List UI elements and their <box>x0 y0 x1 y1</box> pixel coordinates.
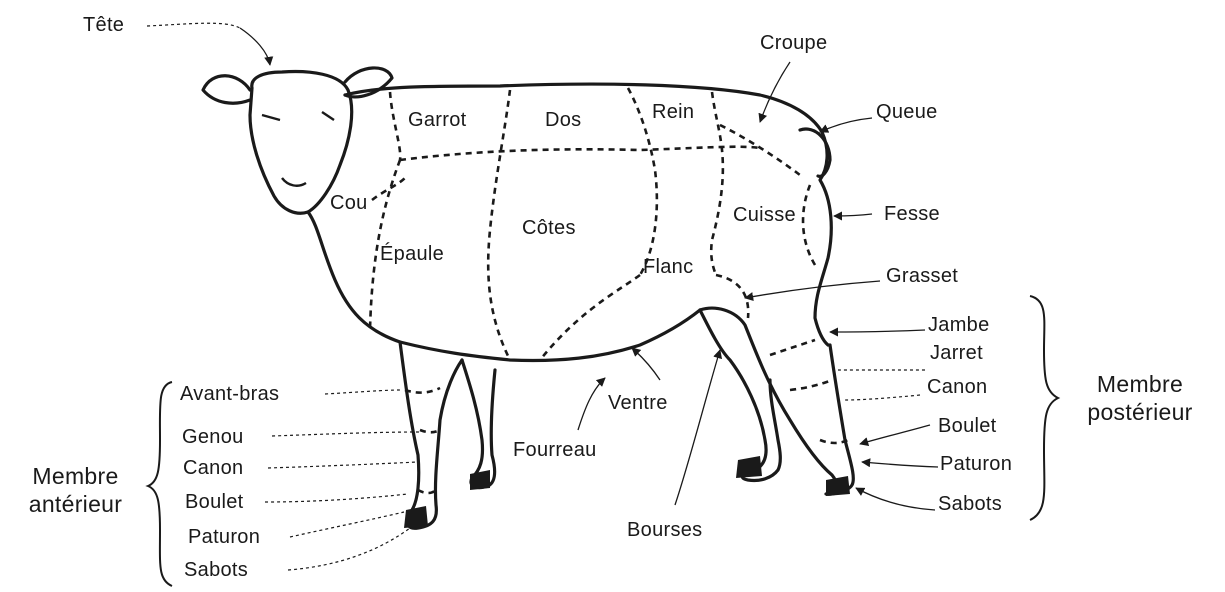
label-bourses: Bourses <box>627 520 702 540</box>
label-genou: Genou <box>182 427 244 447</box>
label-jambe: Jambe <box>928 315 990 335</box>
label-flanc: Flanc <box>643 257 693 277</box>
group-label-anterior: Membre antérieur <box>8 462 143 518</box>
label-fourreau: Fourreau <box>513 440 597 460</box>
label-cuisse: Cuisse <box>733 205 796 225</box>
label-rein: Rein <box>652 102 694 122</box>
group-label-posterior: Membre postérieur <box>1060 370 1220 426</box>
label-avant-bras: Avant-bras <box>180 384 279 404</box>
label-canon-anterior: Canon <box>183 458 243 478</box>
label-canon-posterior: Canon <box>927 377 987 397</box>
label-garrot: Garrot <box>408 110 466 130</box>
label-jarret: Jarret <box>930 343 983 363</box>
front-legs <box>400 342 495 528</box>
label-grasset: Grasset <box>886 266 958 286</box>
label-epaule: Épaule <box>380 244 444 264</box>
group-posterior-line1: Membre <box>1060 370 1220 398</box>
label-croupe: Croupe <box>760 33 827 53</box>
leader-lines <box>147 23 938 570</box>
hooves <box>404 456 850 528</box>
label-tete: Tête <box>83 15 124 35</box>
label-fesse: Fesse <box>884 204 940 224</box>
label-queue: Queue <box>876 102 938 122</box>
label-boulet-anterior: Boulet <box>185 492 244 512</box>
hind-legs <box>700 308 853 494</box>
group-posterior-line2: postérieur <box>1060 398 1220 426</box>
label-ventre: Ventre <box>608 393 668 413</box>
label-sabots-anterior: Sabots <box>184 560 248 580</box>
group-anterior-line1: Membre <box>8 462 143 490</box>
label-paturon-anterior: Paturon <box>188 527 260 547</box>
label-cotes: Côtes <box>522 218 576 238</box>
label-dos: Dos <box>545 110 581 130</box>
label-boulet-posterior: Boulet <box>938 416 997 436</box>
label-sabots-posterior: Sabots <box>938 494 1002 514</box>
braces <box>148 296 1058 586</box>
label-cou: Cou <box>330 193 368 213</box>
label-paturon-posterior: Paturon <box>940 454 1012 474</box>
group-anterior-line2: antérieur <box>8 490 143 518</box>
